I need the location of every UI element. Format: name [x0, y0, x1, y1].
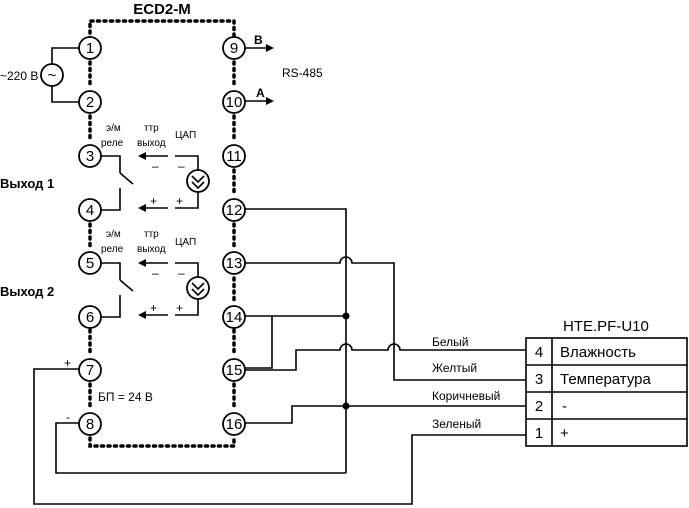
dac-label-1: ЦАП	[175, 130, 196, 141]
external-wiring	[33, 208, 526, 505]
sensor-table: HTE.PF-U10 4 Влажность 3 Температура 2 -…	[525, 318, 688, 447]
wire-yellow-label: Желтый	[432, 361, 477, 375]
controller-title: ECD2-M	[133, 1, 191, 18]
power-minus: -	[66, 410, 70, 424]
relay-label-2a: э/м	[106, 229, 121, 240]
power-supply-label: БП = 24 В	[98, 390, 153, 404]
sensor-row-num-2: 2	[535, 398, 543, 415]
rs485-lines: B A RS-485	[245, 33, 323, 105]
terminals-left: 1 2 3 4 5 6 7 8	[78, 36, 102, 436]
terminal-1: 1	[86, 40, 94, 57]
wire-white-label: Белый	[432, 335, 468, 349]
rs485-label: RS-485	[282, 66, 323, 80]
terminal-8: 8	[86, 416, 94, 433]
relay-label-1b: реле	[101, 138, 124, 149]
ac-symbol: ~	[48, 67, 57, 84]
dac-plus-2: +	[176, 301, 183, 315]
dac-minus-1: –	[178, 159, 185, 173]
ttr-minus-1: –	[152, 159, 159, 173]
sensor-row-num-3: 3	[535, 371, 543, 388]
sensor-row-label-minus: -	[562, 398, 567, 415]
sensor-row-label-plus: +	[560, 425, 569, 442]
output-2-block: э/м реле ттр выход ЦАП – – + + Выход 2	[0, 229, 210, 319]
controller-body	[88, 19, 236, 448]
dac-plus-1: +	[176, 194, 183, 208]
terminal-5: 5	[86, 255, 94, 272]
mains-label: ~220 В	[0, 69, 38, 83]
sensor-row-num-4: 4	[535, 344, 543, 361]
ttr-plus-1: +	[150, 194, 157, 208]
dac-minus-2: –	[178, 266, 185, 280]
terminal-7: 7	[86, 362, 94, 379]
sensor-title: HTE.PF-U10	[563, 318, 649, 335]
mains-supply: ~ ~220 В	[0, 47, 79, 103]
terminal-15: 15	[226, 362, 243, 379]
ttr-label-1a: ттр	[144, 123, 159, 134]
terminal-11: 11	[226, 148, 242, 165]
relay-label-2b: реле	[101, 244, 124, 255]
terminals-right: 9 10 11 12 13 14 15 16	[222, 36, 246, 436]
terminal-2: 2	[86, 94, 94, 111]
terminal-13: 13	[226, 255, 243, 272]
ttr-minus-2: –	[152, 266, 159, 280]
terminal-14: 14	[226, 309, 243, 326]
terminal-6: 6	[86, 309, 94, 326]
sensor-row-label-temperature: Температура	[560, 371, 652, 388]
power-plus: +	[64, 356, 71, 370]
ttr-label-2b: выход	[137, 244, 166, 255]
terminal-9: 9	[230, 40, 238, 57]
terminal-4: 4	[86, 202, 94, 219]
terminal-10: 10	[226, 94, 243, 111]
output-2-label: Выход 2	[0, 284, 54, 299]
dac-label-2: ЦАП	[175, 237, 196, 248]
sensor-row-label-humidity: Влажность	[560, 344, 636, 361]
output-1-block: э/м реле ттр выход ЦАП – – + + Выход 1	[0, 123, 210, 212]
terminal-3: 3	[86, 148, 94, 165]
ttr-plus-2: +	[150, 301, 157, 315]
terminal-12: 12	[226, 202, 243, 219]
output-1-label: Выход 1	[0, 176, 54, 191]
rs485-b-label: B	[254, 33, 263, 47]
ttr-label-2a: ттр	[144, 229, 159, 240]
ttr-label-1b: выход	[137, 138, 166, 149]
wire-green-label: Зеленый	[432, 417, 481, 431]
wire-brown-label: Коричневый	[432, 389, 500, 403]
relay-label-1a: э/м	[106, 123, 121, 134]
rs485-a-label: A	[256, 86, 265, 100]
terminal-16: 16	[226, 416, 243, 433]
sensor-row-num-1: 1	[535, 425, 543, 442]
